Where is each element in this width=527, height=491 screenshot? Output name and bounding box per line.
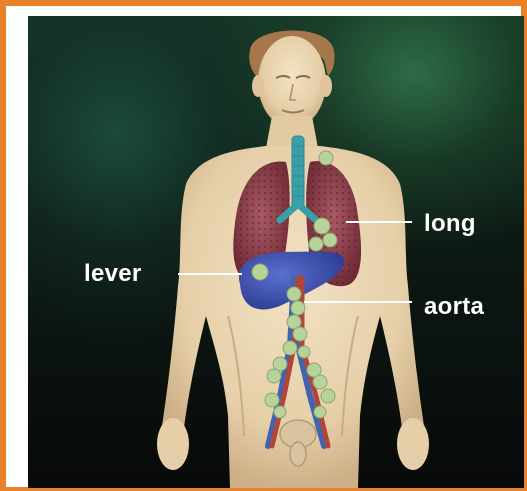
label-lever: lever xyxy=(84,262,142,286)
label-long: long xyxy=(424,212,476,236)
human-figure-illustration xyxy=(28,16,524,488)
left-hand xyxy=(157,418,189,470)
head xyxy=(258,36,326,128)
anatomy-illustration: long lever aorta xyxy=(28,16,524,488)
right-hand xyxy=(397,418,429,470)
label-aorta: aorta xyxy=(424,295,484,319)
